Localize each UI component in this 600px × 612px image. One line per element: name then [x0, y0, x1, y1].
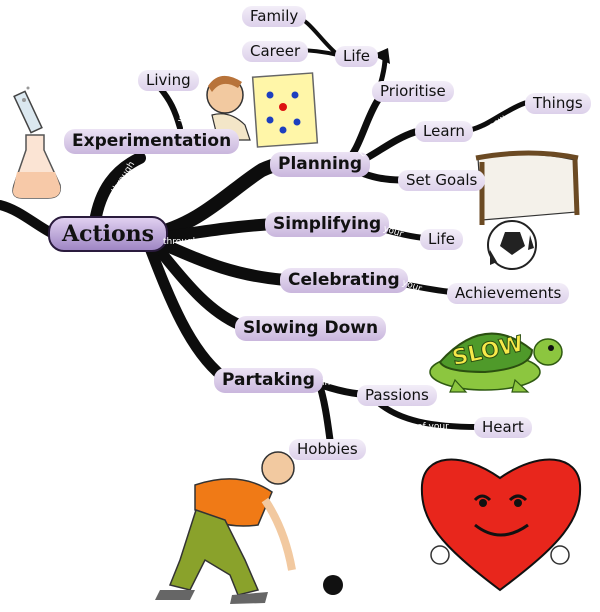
tortoise-picture: SLOW — [429, 331, 563, 393]
leaf-family: Family — [242, 6, 307, 27]
branch-planning: Planning — [270, 152, 371, 177]
leaf-life-mid: Life — [420, 229, 464, 250]
arrow-to-life — [372, 48, 390, 64]
branch-learn-things — [467, 100, 528, 133]
leaf-learn: Learn — [415, 121, 473, 142]
center-node-actions: Actions — [48, 216, 169, 252]
leaf-achievements: Achievements — [447, 283, 570, 304]
branch-to-simplifying — [154, 218, 281, 244]
leaf-set-goals: Set Goals — [398, 170, 486, 191]
branch-experimentation: Experimentation — [64, 129, 240, 154]
branch-to-experimentation — [89, 152, 146, 228]
leaf-things: Things — [525, 93, 591, 114]
branch-simplifying: Simplifying — [265, 212, 390, 237]
branch-to-partaking — [144, 242, 228, 382]
leaf-life-top: Life — [335, 46, 379, 67]
branch-to-celebrating — [152, 236, 291, 286]
branch-celebrating: Celebrating — [280, 268, 408, 293]
leaf-career: Career — [242, 41, 309, 62]
branch-experimentation-living — [157, 85, 183, 131]
planner-picture — [206, 72, 319, 148]
flask-picture — [12, 86, 61, 199]
leaf-heart: Heart — [474, 417, 532, 438]
branch-slowing-down: Slowing Down — [235, 316, 387, 341]
leaf-hobbies: Hobbies — [289, 439, 366, 460]
branch-partaking: Partaking — [214, 368, 323, 393]
connector-of-your: of your — [417, 422, 449, 432]
heart-picture — [420, 458, 582, 592]
branch-left-stub — [0, 200, 60, 240]
connector-through-main: through — [163, 237, 199, 247]
branch-to-slowing — [149, 239, 246, 331]
branch-lines — [0, 14, 528, 444]
leaf-living: Living — [138, 70, 199, 91]
connector-in: in — [322, 378, 331, 388]
bowler-picture — [155, 451, 343, 604]
leaf-passions: Passions — [357, 385, 437, 406]
branch-passions-heart — [377, 401, 481, 430]
goal-picture — [475, 150, 580, 270]
leaf-prioritise: Prioritise — [372, 81, 454, 102]
